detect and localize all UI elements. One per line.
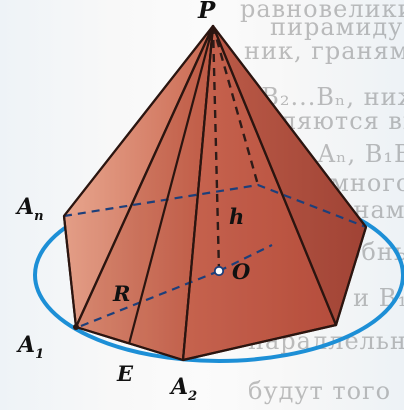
visible-edges — [62, 25, 368, 362]
background-text-line: пирамиду — [270, 13, 404, 41]
center-point-o — [213, 265, 225, 277]
base-hidden-lines — [63, 183, 367, 328]
background-text-line: будут того — [248, 377, 392, 405]
background-text-line: равновеликими — [240, 0, 404, 23]
label-an: An — [15, 194, 44, 224]
vertex-a1-dot — [73, 324, 79, 330]
label-a1: A1 — [16, 332, 44, 362]
label-e: E — [116, 361, 134, 386]
label-r: R — [112, 281, 130, 306]
background-text-line: ник, гранями которой — [244, 37, 404, 65]
label-p: P — [197, 0, 216, 24]
label-a2: A2 — [169, 374, 197, 404]
label-o: O — [232, 259, 251, 284]
label-h: h — [229, 204, 244, 229]
